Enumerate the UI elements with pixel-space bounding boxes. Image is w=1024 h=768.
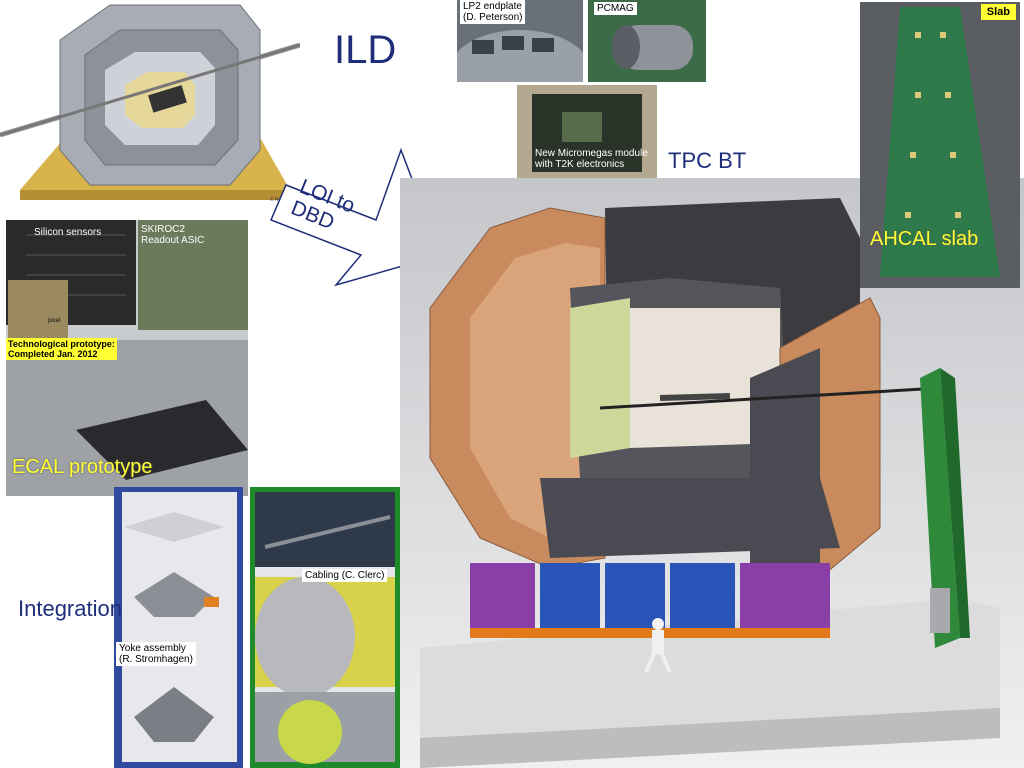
tpc-endplate-caption: LP2 endplate (D. Peterson) (460, 0, 526, 24)
micromegas-caption: New Micromegas module with T2K electroni… (535, 148, 648, 170)
ild-detector-render: © Rey.Hori (0, 0, 300, 205)
silicon-sensors-caption: Silicon sensors (34, 227, 102, 238)
ahcal-slab-photo: Slab AHCAL slab (860, 2, 1020, 288)
slab-tag: Slab (980, 4, 1016, 20)
integration-label: Integration (18, 596, 122, 621)
skiroc-caption: SKIROC2 Readout ASIC (141, 224, 205, 246)
tech-prototype-caption: Technological prototype: Completed Jan. … (6, 338, 117, 360)
loi-to-dbd-arrow (270, 147, 440, 287)
pcmag-caption: PCMAG (594, 2, 637, 15)
ecal-prototype-label: ECAL prototype (12, 456, 153, 478)
ahcal-slab-label: AHCAL slab (870, 228, 979, 250)
cabling-panel: Cabling (C. Clerc) (250, 487, 400, 768)
ecal-prototype-photo: Silicon sensors SKIROC2 Readout ASIC pix… (6, 220, 248, 496)
micromegas-module-photo: New Micromegas module with T2K electroni… (457, 82, 663, 185)
yoke-assembly-panel: Yoke assembly (R. Stromhagen) (114, 487, 243, 768)
page-title: ILD (334, 28, 397, 72)
tpc-bt-label: TPC BT (668, 148, 747, 173)
pixel-caption: pixel (48, 318, 61, 324)
yoke-assembly-caption: Yoke assembly (R. Stromhagen) (116, 642, 196, 666)
tpc-endplate-photo: LP2 endplate (D. Peterson) (457, 0, 583, 82)
ild-detector-main-render (400, 178, 1024, 768)
cabling-caption: Cabling (C. Clerc) (302, 569, 388, 582)
pcmag-photo: PCMAG (588, 0, 706, 82)
